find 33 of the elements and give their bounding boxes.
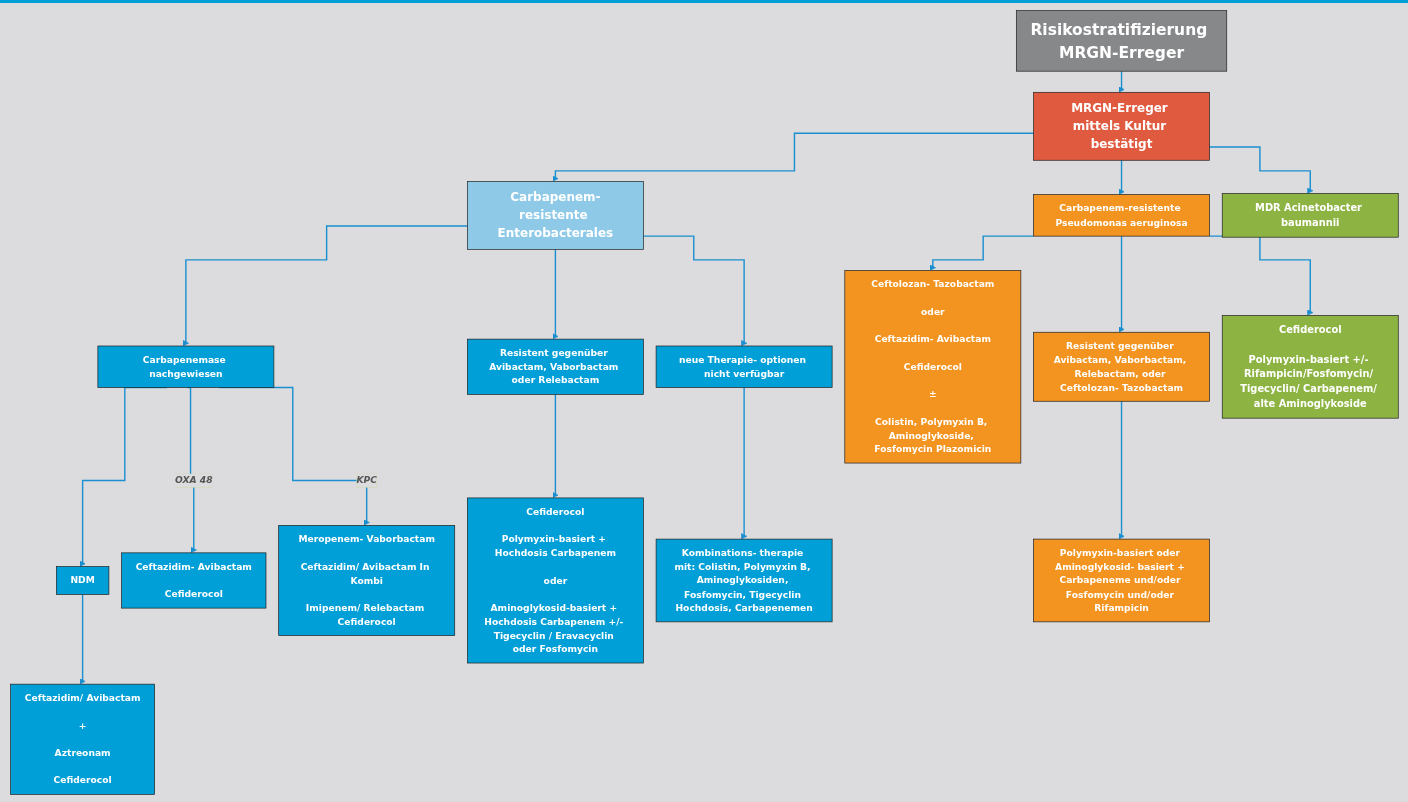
arrow xyxy=(551,132,1034,182)
arrow xyxy=(1118,70,1125,93)
edge-label: KPC xyxy=(355,475,377,486)
arrow xyxy=(182,225,468,347)
node-box: Risikostratifizierung MRGN-Erreger xyxy=(1015,10,1227,72)
node-box: Ceftolozan- Tazobactam oder Ceftazidim- Avibactam Cefiderocol ± Colistin, Polymyxin B, Aminoglykoside, Fosfomycin Plazomicin xyxy=(844,270,1021,464)
arrow xyxy=(1118,235,1125,333)
node-box: MDR Acinetobacter baumannii xyxy=(1221,193,1399,238)
node-box: Carbapenem-resistente Enterobacterales xyxy=(466,181,644,250)
arrow xyxy=(740,386,747,540)
node-box: NDM xyxy=(55,566,109,595)
arrow xyxy=(551,393,559,499)
node-box: neue Therapie- optionen nicht verfügbar xyxy=(655,345,833,388)
node-box: Ceftazidim- Avibactam Cefiderocol xyxy=(120,552,266,609)
arrow xyxy=(642,235,747,347)
arrow xyxy=(1208,146,1313,194)
node-box: Cefiderocol Polymyxin-basiert + Hochdosis Carbapenem oder Aminoglykosid-basiert + Hochdosis Carbapenem +/- Tigecyclin / Eravacyclin oder Fosfomycin xyxy=(466,497,644,664)
node-box: Cefiderocol Polymyxin-basiert +/- Rifampicin/Fosfomycin/ Tigecyclin/ Carbapenem/ alte Aminoglykoside xyxy=(1221,315,1399,419)
node-box: Resistent gegenüber Avibactam, Vaborbactam, Relebactam, oder Ceftolozan- Tazobactam xyxy=(1032,331,1210,402)
node-box: Polymyxin-basiert oder Aminoglykosid- basiert + Carbapeneme und/oder Fosfomycin und/oder Rifampicin xyxy=(1032,538,1210,623)
node-box: Resistent gegenüber Avibactam, Vaborbactam oder Relebactam xyxy=(466,338,644,395)
arrow xyxy=(551,248,559,340)
edge-label: OXA 48 xyxy=(174,475,213,486)
node-box: Carbapenem-resistente Pseudomonas aeruginosa xyxy=(1032,194,1210,237)
arrow xyxy=(929,235,1034,271)
arrow xyxy=(1118,159,1125,195)
node-box: Meropenem- Vaborbactam Ceftazidim/ Avibactam In Kombi Imipenem/ Relebactam Cefiderocol xyxy=(277,525,455,636)
arrow xyxy=(79,593,86,685)
node-box: Kombinations- therapie mit: Colistin, Polymyxin B, Aminoglykosiden, Fosfomycin, Tigecyclin Hochdosis, Carbapenemen xyxy=(655,538,833,623)
node-box: Carbapenemase nachgewiesen xyxy=(97,345,274,388)
arrow xyxy=(1118,400,1125,540)
node-box: Ceftazidim/ Avibactam + Aztreonam Cefiderocol xyxy=(9,683,155,795)
node-box: MRGN-Erreger mittels Kultur bestätigt xyxy=(1032,91,1210,161)
